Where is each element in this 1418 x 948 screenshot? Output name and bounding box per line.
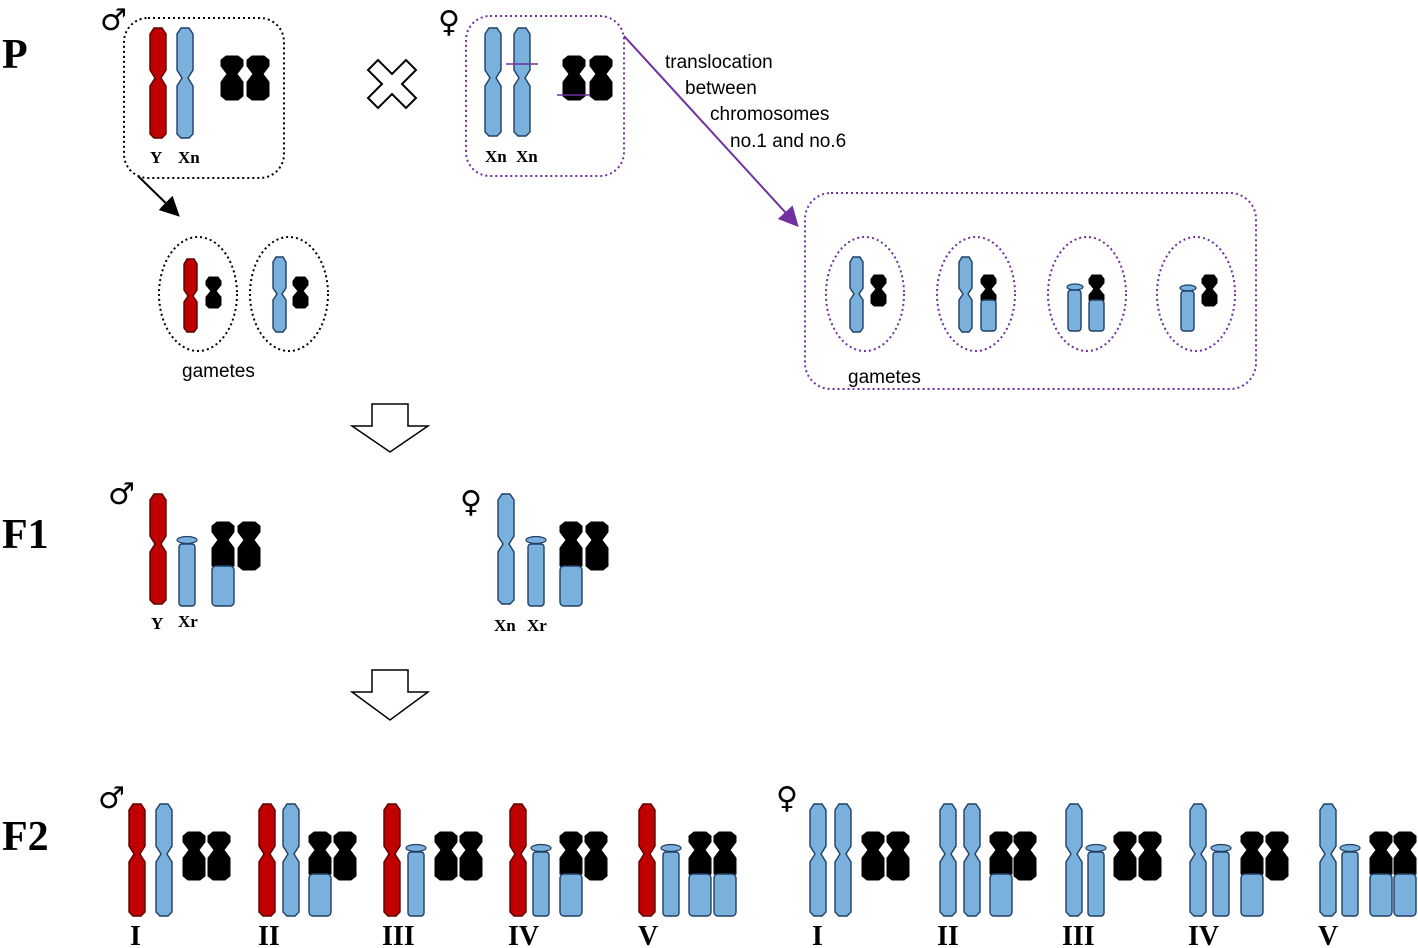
female-gamete-3	[1047, 236, 1127, 352]
female-gametes-label: gametes	[848, 367, 921, 388]
generation-label-p: P	[2, 32, 28, 78]
f2-female-label-iv: IV	[1188, 921, 1219, 948]
female-parent-box	[465, 15, 625, 177]
f2-male-label-iii: III	[382, 921, 415, 948]
x-chromosome	[272, 256, 287, 333]
f1-female-karyotype	[497, 493, 609, 607]
annotation-line-3: chromosomes	[710, 104, 829, 125]
f2-male-label-iv: IV	[508, 921, 539, 948]
f2-male-class-iv	[509, 803, 608, 917]
f2-female-class-v	[1319, 803, 1417, 917]
female-gamete-1	[825, 236, 905, 352]
female-symbol-f1: ♀	[460, 485, 482, 520]
down-arrow-p-to-f1	[349, 403, 431, 453]
male-symbol-p: ♂	[100, 3, 127, 38]
female-gametes-box	[804, 192, 1257, 390]
autosome	[292, 276, 309, 309]
f2-female-class-ii	[939, 803, 1037, 917]
f2-male-label-v: V	[638, 921, 658, 948]
f2-male-label-i: I	[130, 921, 141, 948]
female-symbol-f2: ♀	[776, 781, 798, 816]
f2-female-label-v: V	[1318, 921, 1338, 948]
annotation-line-2: between	[685, 78, 757, 99]
male-gamete-arrow	[137, 175, 180, 217]
y-chromosome	[183, 258, 198, 333]
male-gamete-1	[158, 236, 238, 352]
male-gametes-label: gametes	[182, 361, 255, 382]
chromosome-label-xn: Xn	[178, 148, 200, 167]
female-symbol-p: ♀	[438, 5, 460, 40]
generation-label-f1: F1	[2, 512, 49, 558]
chromosome-label-xr: Xr	[178, 612, 198, 631]
autosome	[205, 276, 222, 309]
f2-female-class-iii	[1065, 803, 1162, 917]
female-gamete-arrow	[623, 35, 799, 227]
x-chromosome	[484, 27, 502, 137]
female-gamete-2	[936, 236, 1016, 352]
f1-male-karyotype	[149, 493, 261, 607]
chromosome-label-y: Y	[150, 148, 162, 167]
female-gamete-4	[1156, 236, 1236, 352]
f2-male-class-ii	[258, 803, 357, 917]
male-symbol-f1: ♂	[108, 477, 135, 512]
cross-symbol	[366, 58, 418, 110]
annotation-line-4: no.1 and no.6	[730, 131, 846, 152]
male-gamete-2	[249, 236, 329, 352]
chromosome-label-xr: Xr	[527, 616, 547, 635]
f2-female-label-i: I	[812, 921, 823, 948]
f2-male-class-iii	[383, 803, 483, 917]
autosome-pair	[220, 55, 270, 101]
chromosome-label-xn: Xn	[494, 616, 516, 635]
f2-male-class-i	[128, 803, 231, 917]
male-parent-box	[123, 17, 285, 179]
f2-female-class-iv	[1189, 803, 1289, 917]
y-chromosome	[149, 27, 167, 139]
generation-label-f2: F2	[2, 814, 49, 860]
male-symbol-f2: ♂	[98, 781, 125, 816]
x-chromosome	[513, 27, 531, 137]
annotation-line-1: translocation	[665, 52, 773, 73]
f2-male-class-v	[638, 803, 737, 917]
chromosome-label-xn: Xn	[485, 147, 507, 166]
f2-male-label-ii: II	[258, 921, 280, 948]
chromosome-label-xn: Xn	[516, 147, 538, 166]
x-chromosome	[176, 27, 194, 139]
f2-female-label-ii: II	[937, 921, 959, 948]
autosome-pair	[562, 55, 613, 101]
chromosome-label-y: Y	[151, 614, 163, 633]
f2-female-class-i	[809, 803, 910, 917]
down-arrow-f1-to-f2	[349, 669, 431, 721]
f2-female-label-iii: III	[1062, 921, 1095, 948]
